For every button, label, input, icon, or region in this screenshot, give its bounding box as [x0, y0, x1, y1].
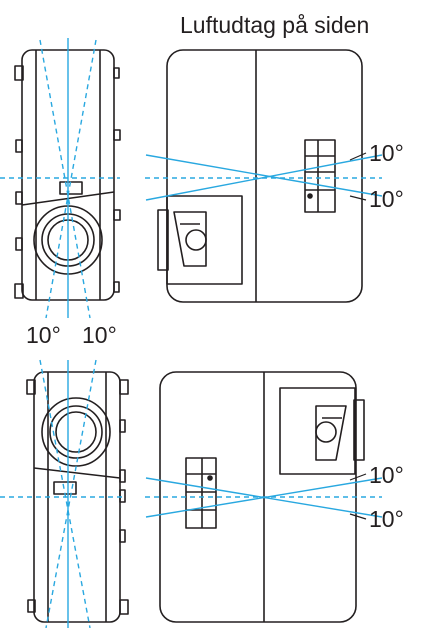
angle-label-bottom-right-upper: 10° [369, 462, 404, 488]
bottom-right-guide-lines [145, 477, 383, 518]
leader-line [349, 473, 367, 481]
leader-line [349, 152, 367, 161]
angle-label-top-right-lower: 10° [369, 186, 404, 212]
top-right-guide-lines [145, 154, 383, 201]
angle-label-top-left-b: 10° [82, 322, 117, 348]
diagram-title: Luftudtag på siden [180, 12, 370, 38]
angle-label-top-left-a: 10° [26, 322, 61, 348]
bottom-left-guide-lines [0, 359, 124, 628]
leader-line [349, 513, 367, 520]
angle-label-bottom-right-lower: 10° [369, 506, 404, 532]
angle-label-top-right-upper: 10° [369, 140, 404, 166]
leader-line [349, 195, 367, 201]
top-top-view-projector [157, 49, 363, 303]
top-left-guide-lines [0, 38, 120, 319]
